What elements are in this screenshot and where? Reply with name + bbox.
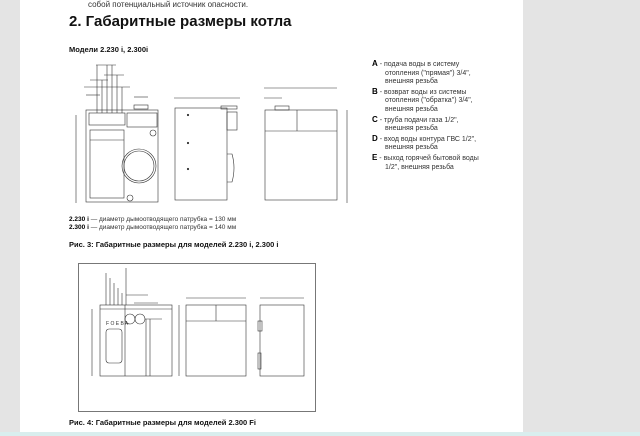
front-view [75, 64, 159, 203]
connector-letters: F O E B A [106, 321, 129, 327]
front-view [91, 268, 173, 377]
bottom-strip [0, 432, 640, 436]
legend-item-c: C - труба подачи газа 1/2",внешняя резьб… [372, 114, 459, 133]
fig4-caption: Рис. 4: Габаритные размеры для моделей 2… [69, 418, 256, 427]
section-title: 2. Габаритные размеры котла [69, 13, 292, 30]
fig4-drawing: F O E B A [91, 268, 305, 377]
fig3-caption: Рис. 3: Габаритные размеры для моделей 2… [69, 240, 279, 249]
rear-view [257, 297, 305, 377]
side-view [174, 97, 240, 201]
subtitle: Модели 2.230 i, 2.300i [69, 45, 149, 54]
side-view [178, 297, 247, 377]
fig3-drawing [75, 64, 348, 203]
fig4-frame [78, 263, 316, 412]
previous-text: собой потенциальный источник опасности. [88, 0, 249, 9]
note-2230: 2.230 i — диаметр дымоотводящего патрубк… [69, 216, 237, 223]
legend-item-d: D - вход воды контура ГВС 1/2",внешняя р… [372, 133, 477, 152]
document-page [20, 0, 523, 436]
rear-view [264, 87, 348, 203]
note-2300: 2.300 i — диаметр дымоотводящего патрубк… [69, 224, 237, 231]
